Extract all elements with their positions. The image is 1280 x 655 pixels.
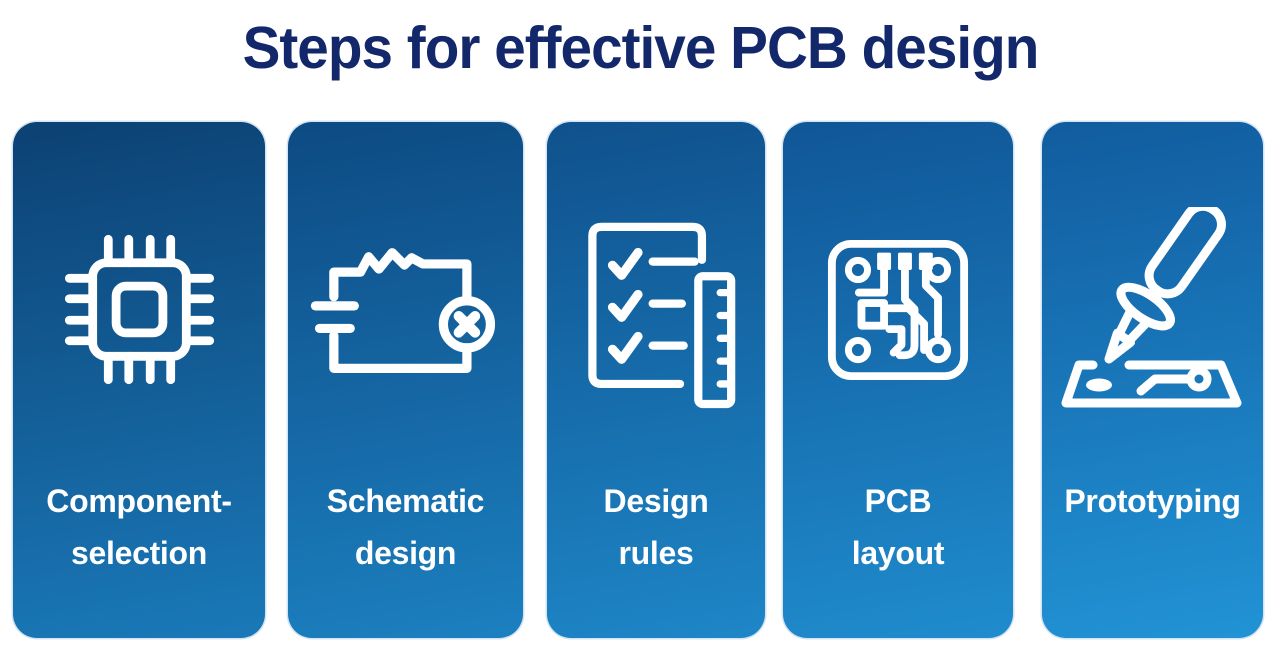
chip-icon <box>64 234 214 385</box>
card-schematic-design: Schematic design <box>288 122 523 638</box>
icon-area <box>42 202 237 417</box>
steps-row: Component- selection Schematic design <box>13 122 1263 638</box>
card-label-line: Component- <box>46 483 232 519</box>
card-label-line: Design <box>603 483 709 519</box>
card-label: Schematic design <box>288 475 523 579</box>
card-label-line: Prototyping <box>1064 483 1241 519</box>
card-label: Prototyping <box>1042 475 1263 527</box>
card-label: PCB layout <box>783 475 1013 579</box>
card-label-line: layout <box>851 535 945 571</box>
icon-area <box>1053 202 1253 417</box>
soldering-iron-icon <box>1061 207 1241 408</box>
pcb-board-icon <box>827 239 969 380</box>
card-component-selection: Component- selection <box>13 122 265 638</box>
page-title: Steps for effective PCB design <box>242 15 1039 81</box>
circuit-error-icon <box>310 247 496 373</box>
checklist-ruler-icon <box>587 222 735 408</box>
card-label: Component- selection <box>13 475 265 579</box>
card-prototyping: Prototyping <box>1042 122 1263 638</box>
icon-area <box>303 202 508 417</box>
card-design-rules: Design rules <box>547 122 765 638</box>
card-pcb-layout: PCB layout <box>783 122 1013 638</box>
icon-area <box>565 202 748 417</box>
card-label-line: selection <box>70 535 208 571</box>
card-label-line: PCB <box>864 483 932 519</box>
card-label-line: Schematic <box>326 483 485 519</box>
card-label: Design rules <box>547 475 765 579</box>
page-title-row: Steps for effective PCB design <box>0 14 1280 82</box>
card-label-line: design <box>354 535 457 571</box>
icon-area <box>811 202 985 417</box>
card-label-line: rules <box>618 535 694 571</box>
